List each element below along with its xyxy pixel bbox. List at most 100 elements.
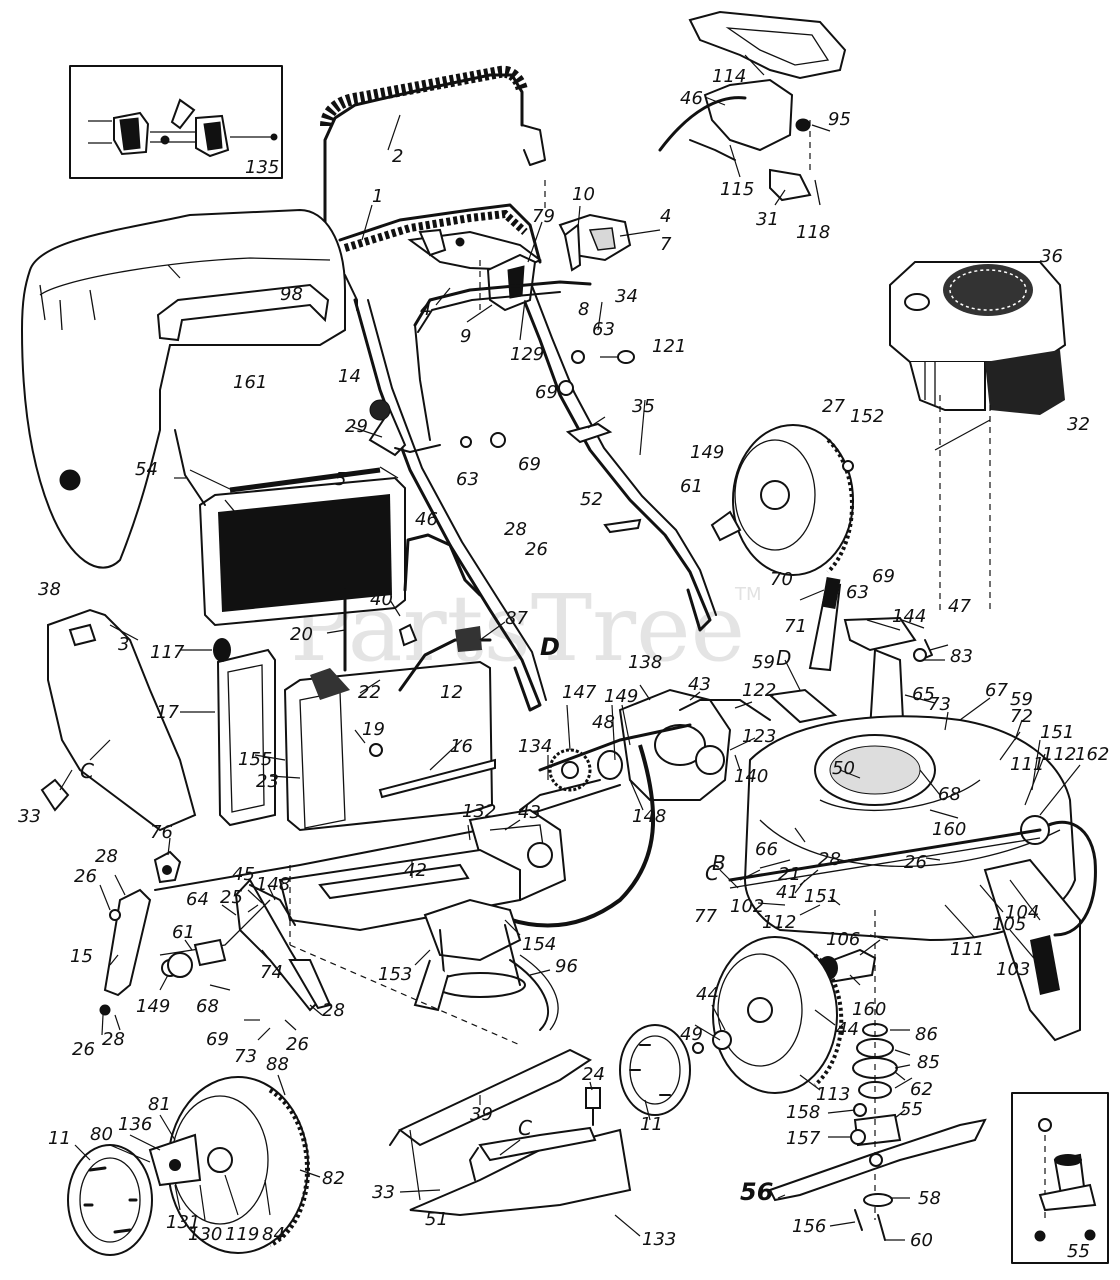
callout-156: 156 <box>792 1216 826 1237</box>
callout-85: 85 <box>917 1052 940 1073</box>
callout-138: 138 <box>628 652 662 673</box>
callout-112-b: 112 <box>762 912 796 933</box>
inset-box-55 <box>1011 1092 1109 1264</box>
callout-63-c: 63 <box>846 582 869 603</box>
callout-26-a: 26 <box>525 539 548 560</box>
callout-67: 67 <box>985 680 1008 701</box>
top-shroud <box>658 10 847 206</box>
callout-55: 55 <box>900 1099 923 1120</box>
callout-44-a: 44 <box>696 984 719 1005</box>
callout-36: 36 <box>1040 246 1063 267</box>
callout-147: 147 <box>562 682 597 703</box>
callout-73-a: 73 <box>928 694 951 715</box>
callout-50: 50 <box>832 758 855 779</box>
callout-136: 136 <box>118 1114 152 1135</box>
callout-133: 133 <box>642 1229 676 1250</box>
watermark-trademark: TM <box>734 584 762 605</box>
callout-21: 21 <box>778 864 801 885</box>
callout-26-e: 26 <box>286 1034 309 1055</box>
callout-123: 123 <box>742 726 776 747</box>
callout-155: 155 <box>238 749 272 770</box>
callout-5: 5 <box>335 469 346 490</box>
callout-84: 84 <box>262 1224 285 1245</box>
callout-153: 153 <box>378 964 412 985</box>
callout-69-c: 69 <box>872 566 895 587</box>
callout-labels: 2 1 14 98 29 161 54 5 79 10 4 4 7 8 34 9… <box>18 66 1109 1251</box>
callout-151-b: 151 <box>804 886 838 907</box>
callout-144: 144 <box>892 606 926 627</box>
callout-43-a: 43 <box>688 674 711 695</box>
callout-112-a: 112 <box>1042 744 1076 765</box>
callout-31: 31 <box>756 209 779 230</box>
callout-25: 25 <box>220 887 243 908</box>
rear-right-wheel <box>710 424 854 576</box>
callout-115: 115 <box>720 179 754 200</box>
callout-61-a: 61 <box>680 476 703 497</box>
callout-69-a: 69 <box>535 382 558 403</box>
callout-24: 24 <box>582 1064 605 1085</box>
callout-121: 121 <box>652 336 686 357</box>
callout-83: 83 <box>950 646 973 667</box>
callout-11-a: 11 <box>640 1114 663 1135</box>
callout-64: 64 <box>186 889 209 910</box>
bag-clip <box>368 399 441 457</box>
callout-33-b: 33 <box>372 1182 395 1203</box>
callout-149-a: 149 <box>690 442 724 463</box>
blade <box>768 1118 987 1241</box>
callout-29: 29 <box>345 416 368 437</box>
side-chute <box>409 1126 632 1217</box>
callout-33-a: 33 <box>18 806 41 827</box>
inset-box-135 <box>69 65 283 179</box>
lower-crossbar <box>413 280 592 441</box>
bolt-24 <box>585 1087 601 1126</box>
callout-44-b: 44 <box>836 1019 859 1040</box>
belt-96 <box>509 954 559 1031</box>
callout-77: 77 <box>694 906 717 927</box>
callout-3: 3 <box>118 634 129 655</box>
callout-26-d: 26 <box>72 1039 95 1060</box>
callout-105: 105 <box>992 914 1026 935</box>
callout-54: 54 <box>135 459 158 480</box>
callout-134: 134 <box>518 736 552 757</box>
callout-26-b: 26 <box>904 852 927 873</box>
callout-D-left: D <box>540 633 560 661</box>
door-panel <box>213 638 276 827</box>
callout-61-b: 61 <box>172 922 195 943</box>
callout-B: B <box>712 851 726 875</box>
callout-8: 8 <box>578 299 589 320</box>
callout-60: 60 <box>910 1230 933 1251</box>
callout-148-b: 148 <box>256 874 290 895</box>
callout-66: 66 <box>755 839 778 860</box>
guide-lines <box>289 120 991 1046</box>
blade-adapter <box>850 910 902 1220</box>
leader-lines <box>59 54 1081 1241</box>
callout-154: 154 <box>522 934 556 955</box>
hubcap-11-mid <box>619 1024 691 1116</box>
callout-52: 52 <box>580 489 603 510</box>
callout-98: 98 <box>280 284 303 305</box>
callout-113: 113 <box>816 1084 850 1105</box>
callout-34: 34 <box>615 286 638 307</box>
callout-96: 96 <box>555 956 578 977</box>
callout-160-a: 160 <box>932 819 966 840</box>
callout-38: 38 <box>38 579 61 600</box>
mower-deck <box>743 715 1081 1042</box>
callout-73-b: 73 <box>234 1046 257 1067</box>
callout-51: 51 <box>425 1209 448 1230</box>
engine <box>889 261 1067 415</box>
callout-88: 88 <box>266 1054 289 1075</box>
callout-130: 130 <box>188 1224 222 1245</box>
callout-74: 74 <box>260 962 283 983</box>
label-inset-55: 55 <box>1067 1241 1090 1262</box>
rear-deflector <box>40 608 197 832</box>
callout-152: 152 <box>850 406 884 427</box>
label-135: 135 <box>245 157 279 178</box>
callout-2: 2 <box>392 146 403 167</box>
lower-handle <box>338 203 717 712</box>
callout-40: 40 <box>370 589 393 610</box>
callout-104: 104 <box>1005 902 1039 923</box>
callout-149-c: 149 <box>136 996 170 1017</box>
callout-102: 102 <box>730 896 764 917</box>
callout-151-a: 151 <box>1040 722 1074 743</box>
callout-65: 65 <box>912 684 935 705</box>
